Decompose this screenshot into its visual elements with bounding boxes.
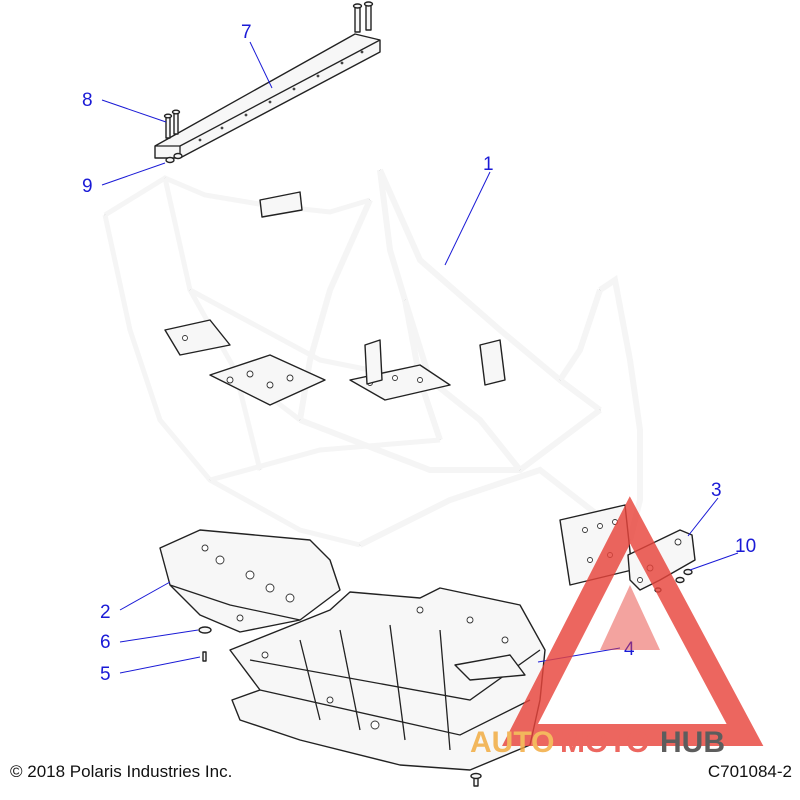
callout-3: 3 bbox=[711, 480, 722, 501]
leader-lines bbox=[101, 41, 739, 674]
bolt-pair-part-8 bbox=[163, 109, 181, 139]
main-frame-part-1 bbox=[102, 168, 643, 586]
callout-7: 7 bbox=[241, 22, 252, 43]
diagram-code: C701084-2 bbox=[707, 762, 792, 781]
callout-1: 1 bbox=[483, 154, 494, 175]
watermark-text-hub: HUB bbox=[660, 726, 725, 759]
washer-part-6 bbox=[198, 626, 212, 634]
bolt-part-5 bbox=[202, 651, 207, 662]
rear-skid-plate-part-2 bbox=[159, 529, 341, 633]
callout-8: 8 bbox=[82, 90, 93, 111]
watermark-text-auto: AUTO bbox=[470, 726, 554, 759]
callout-10: 10 bbox=[735, 536, 756, 557]
main-skid-plate-part-4 bbox=[229, 587, 546, 787]
callout-2: 2 bbox=[100, 602, 111, 623]
callout-5: 5 bbox=[100, 664, 111, 685]
nut-pair-part-9 bbox=[165, 152, 183, 164]
callout-labels: 1 2 3 4 5 6 7 8 9 10 bbox=[82, 22, 756, 685]
cross-bar-part-7 bbox=[154, 33, 381, 159]
copyright-notice: © 2018 Polaris Industries Inc. bbox=[10, 762, 233, 781]
bolt-pair-upper bbox=[352, 1, 374, 33]
watermark-text-moto: MOTO bbox=[560, 726, 649, 759]
automotohub-watermark-logo: AUTO MOTO HUB bbox=[470, 496, 764, 759]
callout-6: 6 bbox=[100, 632, 111, 653]
callout-9: 9 bbox=[82, 176, 93, 197]
callout-4: 4 bbox=[624, 639, 635, 660]
